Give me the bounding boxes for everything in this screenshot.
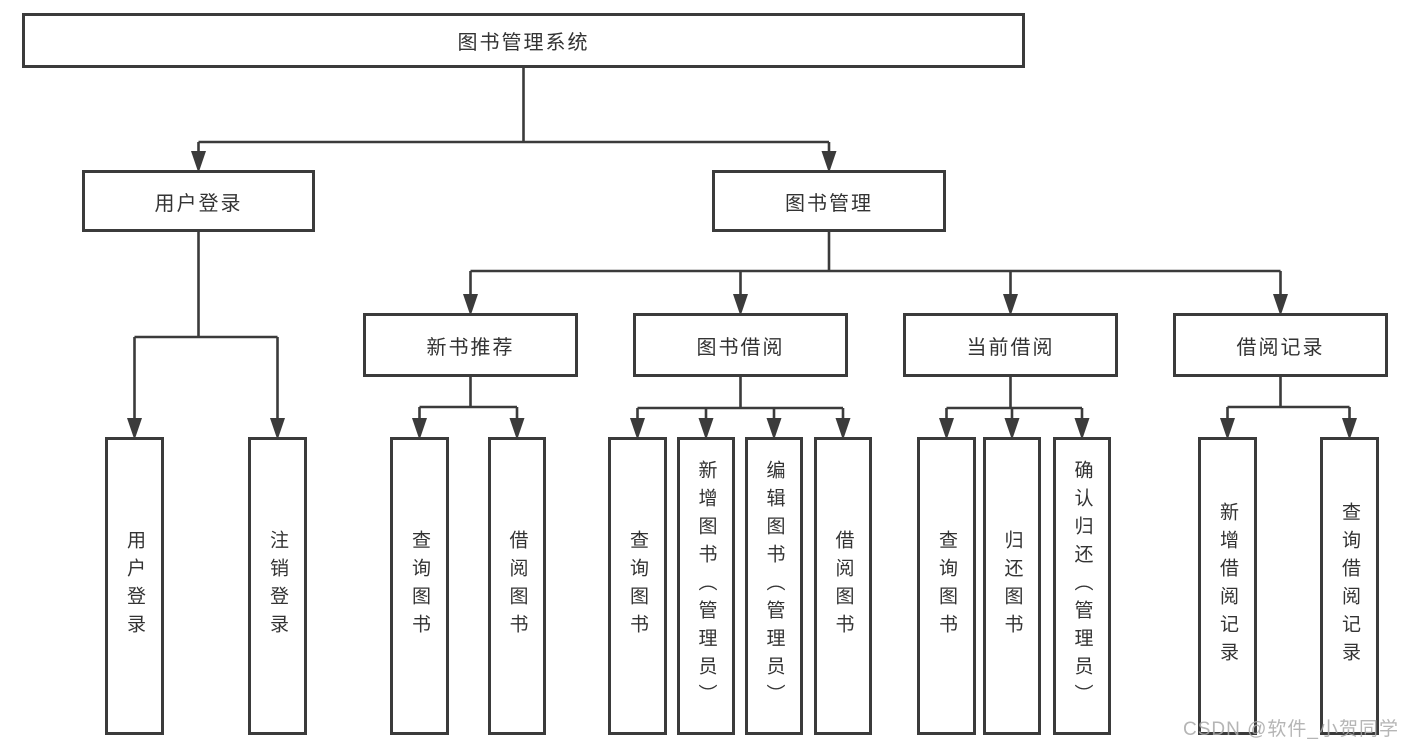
leaf-query-books-borrowing: 查询图书 [608,437,667,735]
node-label: 图书管理系统 [457,32,590,54]
leaf-logout: 注销登录 [248,437,307,735]
leaf-user-login: 用户登录 [105,437,164,735]
node-book-borrowing: 图书借阅 [633,313,848,377]
leaf-return-books: 归还图书 [983,437,1041,735]
leaf-query-borrow-record: 查询借阅记录 [1320,437,1379,735]
leaf-confirm-return-admin: 确认归还（管理员） [1053,437,1111,735]
node-label: 借阅图书 [506,530,528,642]
node-label: 新增借阅记录 [1217,502,1238,670]
leaf-query-books-current: 查询图书 [917,437,976,735]
node-label: 新增图书（管理员） [695,460,717,712]
node-label: 归还图书 [1001,530,1023,642]
node-label: 查询图书 [409,530,430,642]
node-label: 用户登录 [124,530,145,642]
node-label: 借阅图书 [832,530,854,642]
node-current-borrowing: 当前借阅 [903,313,1118,377]
leaf-edit-books-admin: 编辑图书（管理员） [745,437,803,735]
node-label: 图书借阅 [696,336,785,359]
node-label: 用户登录 [154,192,243,215]
leaf-borrow-books: 借阅图书 [814,437,872,735]
leaf-add-borrow-record: 新增借阅记录 [1198,437,1257,735]
node-label: 查询图书 [936,530,957,642]
node-label: 图书管理 [785,192,873,215]
node-library-management-system: 图书管理系统 [22,13,1025,68]
node-label: 确认归还（管理员） [1071,460,1093,712]
csdn-watermark: CSDN @软件_小贺同学 [1183,719,1399,740]
node-label: 查询图书 [627,530,648,642]
node-label: 编辑图书（管理员） [763,460,785,712]
node-borrowing-records: 借阅记录 [1173,313,1388,377]
leaf-add-books-admin: 新增图书（管理员） [677,437,735,735]
node-label: 借阅记录 [1236,336,1325,359]
node-label: 新书推荐 [426,336,515,359]
node-new-book-recommendation: 新书推荐 [363,313,578,377]
node-book-management: 图书管理 [712,170,946,232]
node-user-login: 用户登录 [82,170,315,232]
node-label: 注销登录 [267,530,288,642]
leaf-borrow-books-recommend: 借阅图书 [488,437,546,735]
node-label: 查询借阅记录 [1339,502,1360,670]
node-label: 当前借阅 [966,336,1055,359]
leaf-query-books-recommend: 查询图书 [390,437,449,735]
